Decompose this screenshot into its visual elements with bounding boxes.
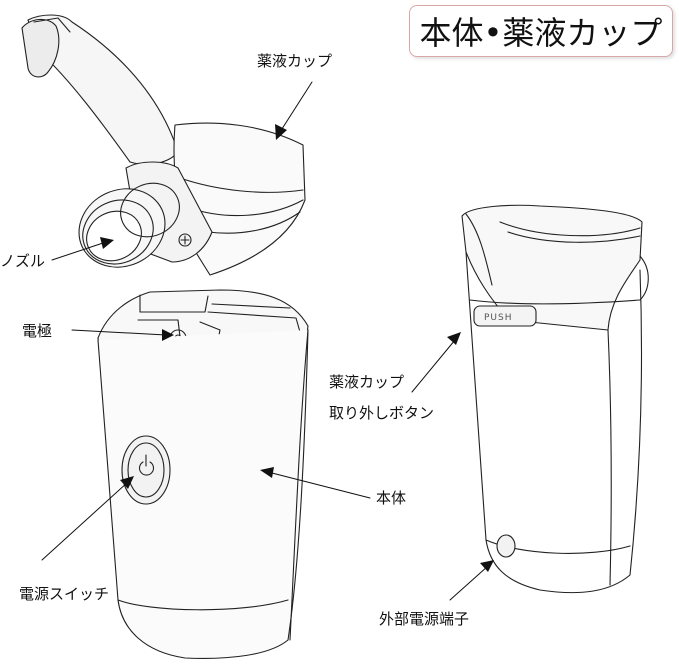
label-nozzle: ノズル (0, 252, 46, 270)
label-external-power-terminal: 外部電源端子 (379, 610, 470, 628)
label-electrode: 電極 (22, 322, 53, 340)
label-main-body: 本体 (376, 489, 407, 507)
push-button-label: PUSH (484, 313, 513, 323)
label-power-switch: 電源スイッチ (19, 585, 110, 603)
callout-arrows (41, 81, 494, 601)
title-box: 本体•薬液カップ (409, 5, 673, 57)
label-cup-release-button-line1: 薬液カップ (329, 373, 405, 391)
label-medicine-cup: 薬液カップ (257, 52, 333, 70)
main-body-drawing (97, 289, 309, 659)
medicine-cup-drawing (21, 14, 306, 276)
diagram-title: 本体•薬液カップ (419, 14, 663, 52)
push-button-drawing (473, 305, 537, 327)
label-cup-release-button-line2: 取り外しボタン (329, 404, 435, 422)
main-body-shell (97, 329, 309, 659)
assembled-device-drawing: PUSH (461, 204, 649, 594)
assembled-device-shell (465, 251, 643, 594)
